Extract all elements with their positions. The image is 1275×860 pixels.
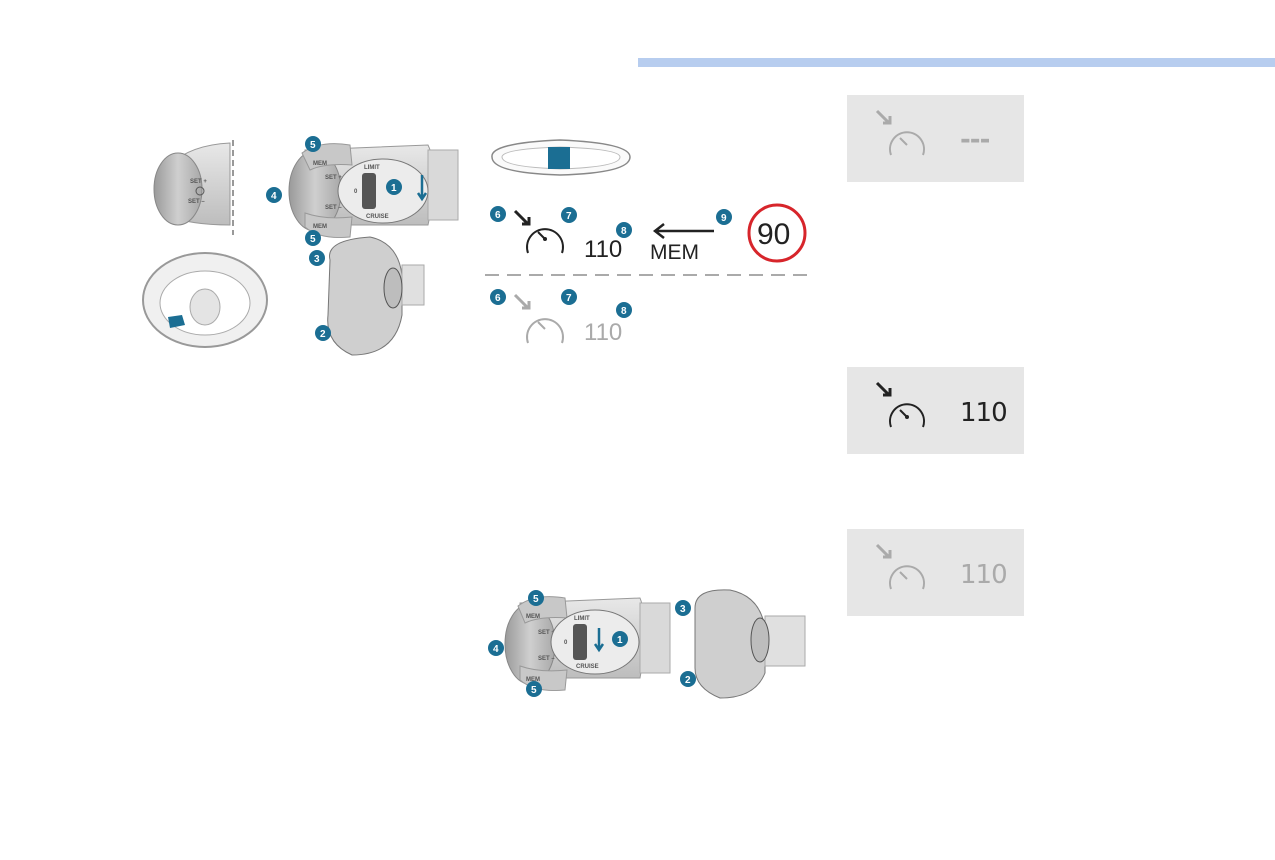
arrow-left-icon [652,223,714,239]
callout-badge: 9 [716,209,732,225]
speed-limit-sign [747,203,807,263]
set-plus-label: SET + [538,630,555,636]
arrow-down-icon [593,628,605,653]
steering-wheel-illustration [142,252,268,348]
callout-badge: 8 [616,302,632,318]
cruise-display-panel-paused: 110 [847,529,1024,616]
instrument-cluster-icon [491,139,631,176]
svg-text:9: 9 [721,213,727,224]
set-plus-label: SET + [325,175,342,181]
display-active-row: 6 7 8 9 110 MEM 90 [490,203,807,264]
cruise-lever-illustration: MEM MEM SET + SET – 0 LIMIT CRUISE [504,596,671,691]
header-accent-bar [638,58,1275,67]
svg-text:5: 5 [533,594,539,605]
mem-bottom-label: MEM [313,224,327,230]
mem-top-label: MEM [526,614,540,620]
cruise-control-icon [875,109,925,156]
speed-value: 110 [960,560,1008,590]
svg-text:5: 5 [531,685,537,696]
cruise-control-icon [875,543,925,590]
callout-badge: 1 [386,179,402,195]
callout-badge: 6 [490,206,506,222]
cruise-label: CRUISE [576,664,599,670]
callout-badge: 2 [315,325,331,341]
mem-top-label: MEM [313,161,327,167]
callout-badge: 1 [612,631,628,647]
svg-text:5: 5 [310,234,316,245]
callout-badge: 3 [675,600,691,616]
cruise-symbol-icon [195,186,205,196]
cruise-control-figure: SET + SET – MEM MEM SET + SET – 0 LIMIT … [142,136,810,356]
svg-text:1: 1 [617,635,623,646]
left-stalk-set-minus: SET – [188,199,205,205]
control-stalk-highlight [168,315,185,328]
callout-badge: 8 [616,222,632,238]
svg-text:6: 6 [495,293,501,304]
cruise-label: CRUISE [366,214,389,220]
callout-badge: 2 [680,671,696,687]
cruise-control-icon [513,293,564,344]
svg-text:4: 4 [493,644,499,655]
callout-badge: 5 [305,136,321,152]
set-minus-label: SET – [325,205,342,211]
cruise-control-icon [875,381,925,428]
speed-value: 110 [584,236,622,263]
cruise-lever-illustration: MEM MEM SET + SET – 0 LIMIT CRUISE [288,143,459,238]
svg-text:3: 3 [680,604,686,615]
arrow-down-icon [416,175,428,202]
callout-badge: 5 [526,681,542,697]
callout-badge: 4 [266,187,282,203]
svg-text:7: 7 [566,211,572,222]
callout-badge: 5 [528,590,544,606]
lever-end-illustration [694,589,806,699]
svg-text:8: 8 [621,306,627,317]
callout-badge: 4 [488,640,504,656]
speed-value: 110 [584,319,622,346]
svg-text:6: 6 [495,210,501,221]
set-minus-label: SET – [538,656,555,662]
cruise-display-panel-no-speed: --- [847,95,1024,182]
cruise-control-icon [513,209,564,254]
zero-label: 0 [564,640,568,646]
mem-label: MEM [650,241,699,264]
callout-badge: 5 [305,230,321,246]
speed-limit-value: 90 [757,218,790,251]
speed-value: --- [960,125,990,155]
svg-text:3: 3 [314,254,320,265]
callout-badge: 7 [561,207,577,223]
display-inactive-row: 6 7 8 110 [490,289,632,346]
callout-badge: 3 [309,250,325,266]
zero-label: 0 [354,189,358,195]
left-stalk-illustration: SET + SET – [153,142,231,226]
svg-text:8: 8 [621,226,627,237]
mem-bottom-label: MEM [526,677,540,683]
lever-end-illustration [327,236,425,356]
svg-text:5: 5 [310,140,316,151]
limit-label: LIMIT [574,616,590,622]
svg-text:1: 1 [391,183,397,194]
cruise-display-panel-active: 110 [847,367,1024,454]
limit-label: LIMIT [364,165,380,171]
svg-text:2: 2 [685,675,691,686]
speed-value: 110 [960,398,1008,428]
svg-text:4: 4 [271,191,277,202]
svg-text:2: 2 [320,329,326,340]
callout-badge: 6 [490,289,506,305]
cruise-lever-figure-bottom: MEM MEM SET + SET – 0 LIMIT CRUISE 5 4 1… [488,589,806,699]
callout-badge: 7 [561,289,577,305]
svg-text:7: 7 [566,293,572,304]
left-stalk-set-plus: SET + [190,179,207,185]
